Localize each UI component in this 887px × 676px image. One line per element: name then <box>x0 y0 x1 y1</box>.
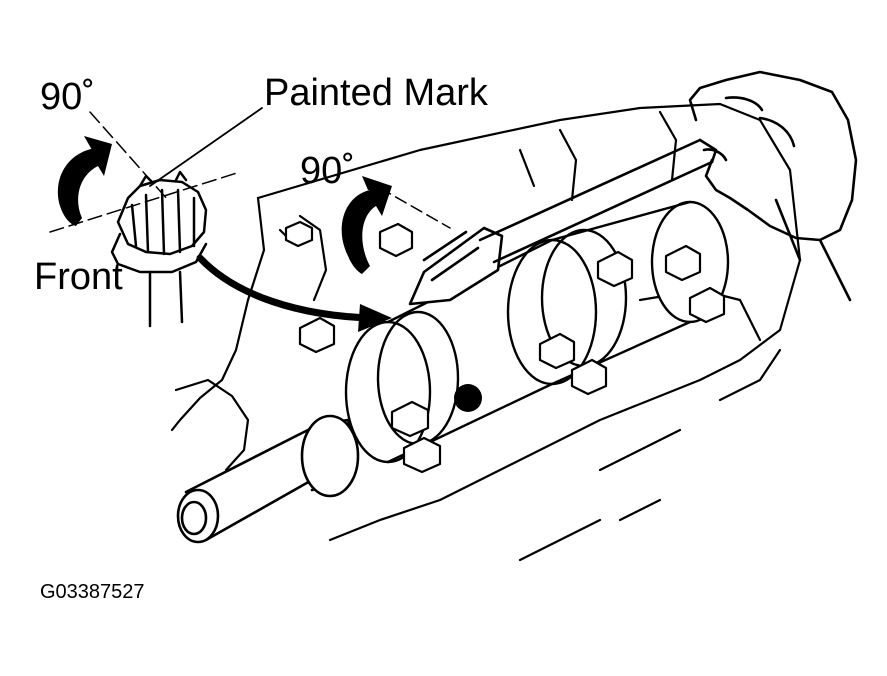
engine-block <box>170 102 802 562</box>
figure-code: G03387527 <box>40 581 145 603</box>
crank-snout <box>176 414 360 544</box>
cap-bolts <box>284 220 726 474</box>
rotation-arrow-right <box>341 176 392 274</box>
socket-wrench <box>408 138 718 306</box>
angle-label-right: 90˚ <box>300 150 355 192</box>
hand <box>688 70 858 302</box>
front-label: Front <box>34 256 123 298</box>
bolt-detail <box>110 170 208 328</box>
bolt-centerline <box>49 111 241 233</box>
transfer-arrow <box>196 254 392 332</box>
crank-bolt-centerline <box>379 187 451 229</box>
rotation-arrow-left <box>57 136 112 226</box>
angle-label-left: 90˚ <box>40 76 95 118</box>
oil-hole <box>454 384 482 412</box>
painted-mark-label: Painted Mark <box>264 72 488 114</box>
painted-mark-leader <box>149 107 263 187</box>
